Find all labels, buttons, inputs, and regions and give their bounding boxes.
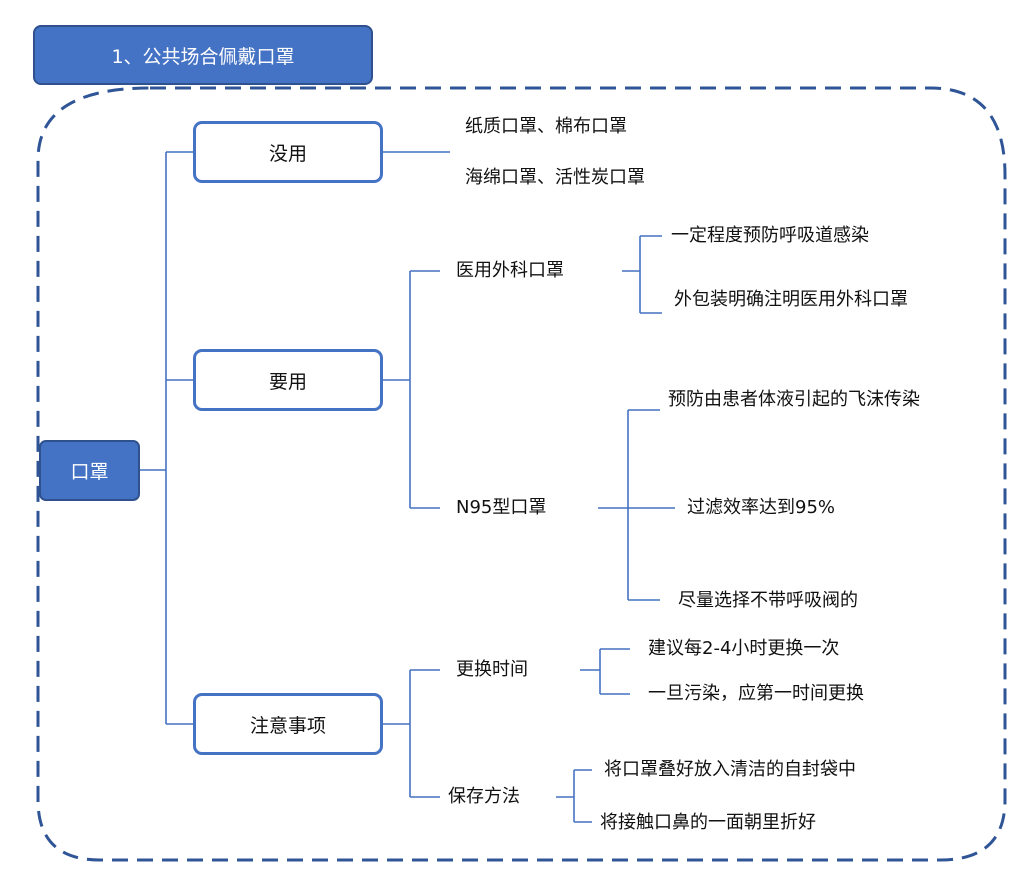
title-banner: 1、公共场合佩戴口罩 bbox=[33, 25, 373, 85]
category-node-notes: 注意事项 bbox=[193, 693, 383, 755]
branch-node: 更换时间 bbox=[456, 659, 528, 680]
leaf-node: 尽量选择不带呼吸阀的 bbox=[678, 590, 858, 611]
category-node-useless: 没用 bbox=[193, 121, 383, 183]
dashed-frame bbox=[36, 86, 1007, 862]
leaf-node: 海绵口罩、活性炭口罩 bbox=[465, 167, 645, 188]
leaf-node: 将口罩叠好放入清洁的自封袋中 bbox=[604, 759, 856, 780]
leaf-node: 一旦污染，应第一时间更换 bbox=[648, 683, 864, 704]
leaf-node: 建议每2-4小时更换一次 bbox=[648, 638, 840, 659]
branch-node: 保存方法 bbox=[448, 786, 520, 807]
category-node-use: 要用 bbox=[193, 349, 383, 411]
leaf-node: 纸质口罩、棉布口罩 bbox=[465, 116, 627, 137]
leaf-node: 过滤效率达到95% bbox=[687, 497, 836, 518]
root-node: 口罩 bbox=[39, 440, 140, 501]
leaf-node: 将接触口鼻的一面朝里折好 bbox=[600, 812, 816, 833]
leaf-node: 一定程度预防呼吸道感染 bbox=[671, 225, 869, 246]
branch-node: 医用外科口罩 bbox=[456, 260, 564, 281]
branch-node: N95型口罩 bbox=[456, 497, 547, 518]
leaf-node: 外包装明确注明医用外科口罩 bbox=[674, 289, 908, 310]
leaf-node: 预防由患者体液引起的飞沫传染 bbox=[668, 389, 920, 410]
